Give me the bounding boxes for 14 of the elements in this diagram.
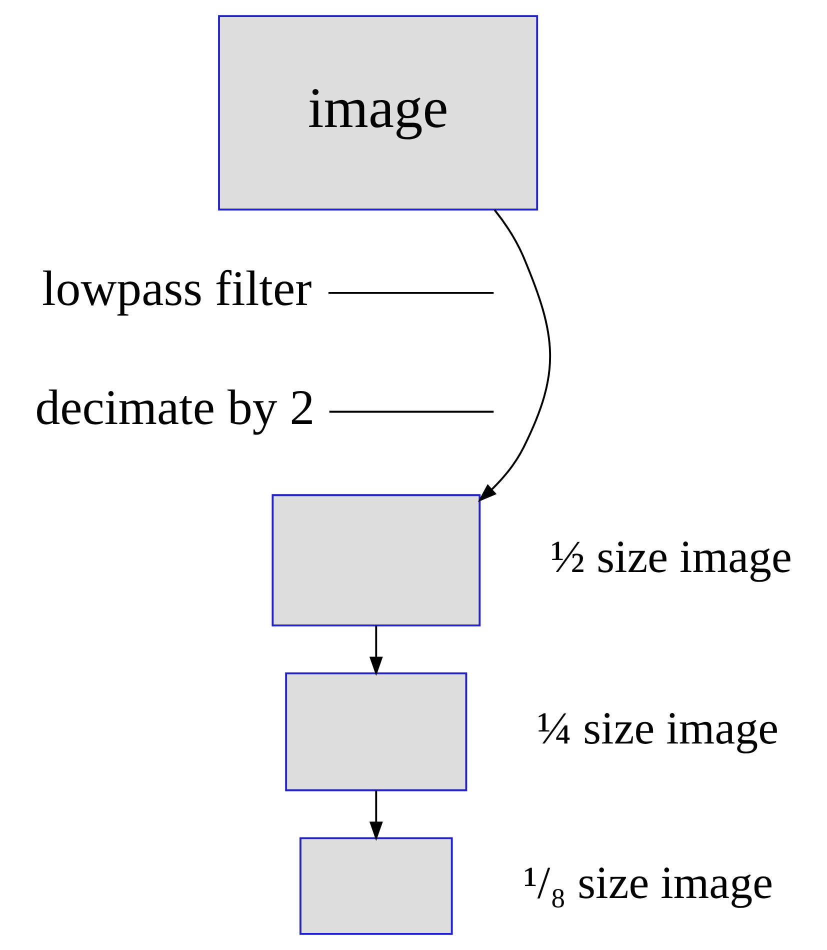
node-text: lowpass filter [41,261,312,316]
node-label: ½ size image [550,531,792,582]
arrow [368,626,382,676]
connector [328,410,494,413]
node-text: decimate by 2 [34,380,314,435]
node-label: ¼ size image [536,702,778,754]
connector [328,292,494,294]
arrow [477,209,550,502]
node-box [271,494,480,626]
node-box [299,837,452,935]
arrow [368,790,382,841]
node-label: ¹/₈ size image [523,856,772,908]
node-box [284,672,467,792]
node-box: image [218,15,538,211]
